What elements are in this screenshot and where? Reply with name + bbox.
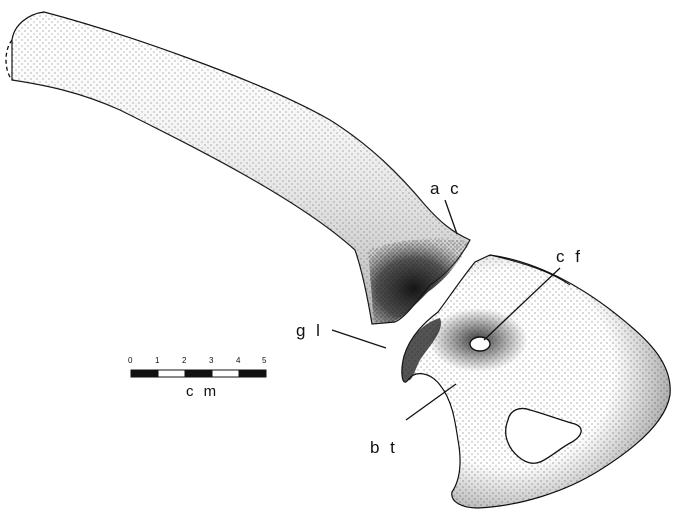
scale-unit: c m xyxy=(186,383,219,400)
scale-segment-4 xyxy=(212,370,239,377)
scale-tick-1: 1 xyxy=(155,356,160,365)
scale-tick-3: 3 xyxy=(209,356,214,365)
scale-segment-5 xyxy=(239,370,266,377)
scale-segment-1 xyxy=(131,370,158,377)
scale-segment-2 xyxy=(158,370,185,377)
coracoid-plate xyxy=(402,255,670,508)
scale-tick-5: 5 xyxy=(262,356,267,365)
label-gl: g l xyxy=(296,321,323,340)
scale-tick-0: 0 xyxy=(128,356,133,365)
scale-segment-3 xyxy=(185,370,212,377)
label-ac: a c xyxy=(430,179,462,198)
scale-tick-2: 2 xyxy=(182,356,187,365)
scale-bar: 0 1 2 3 4 5 c m xyxy=(128,356,267,400)
label-cf: c f xyxy=(556,247,583,266)
leader-gl xyxy=(332,330,386,348)
scale-tick-4: 4 xyxy=(236,356,241,365)
coracoid-foramen xyxy=(470,337,490,351)
label-bt: b t xyxy=(370,438,398,457)
broken-end-outline xyxy=(6,40,12,80)
leader-bt xyxy=(406,384,456,420)
